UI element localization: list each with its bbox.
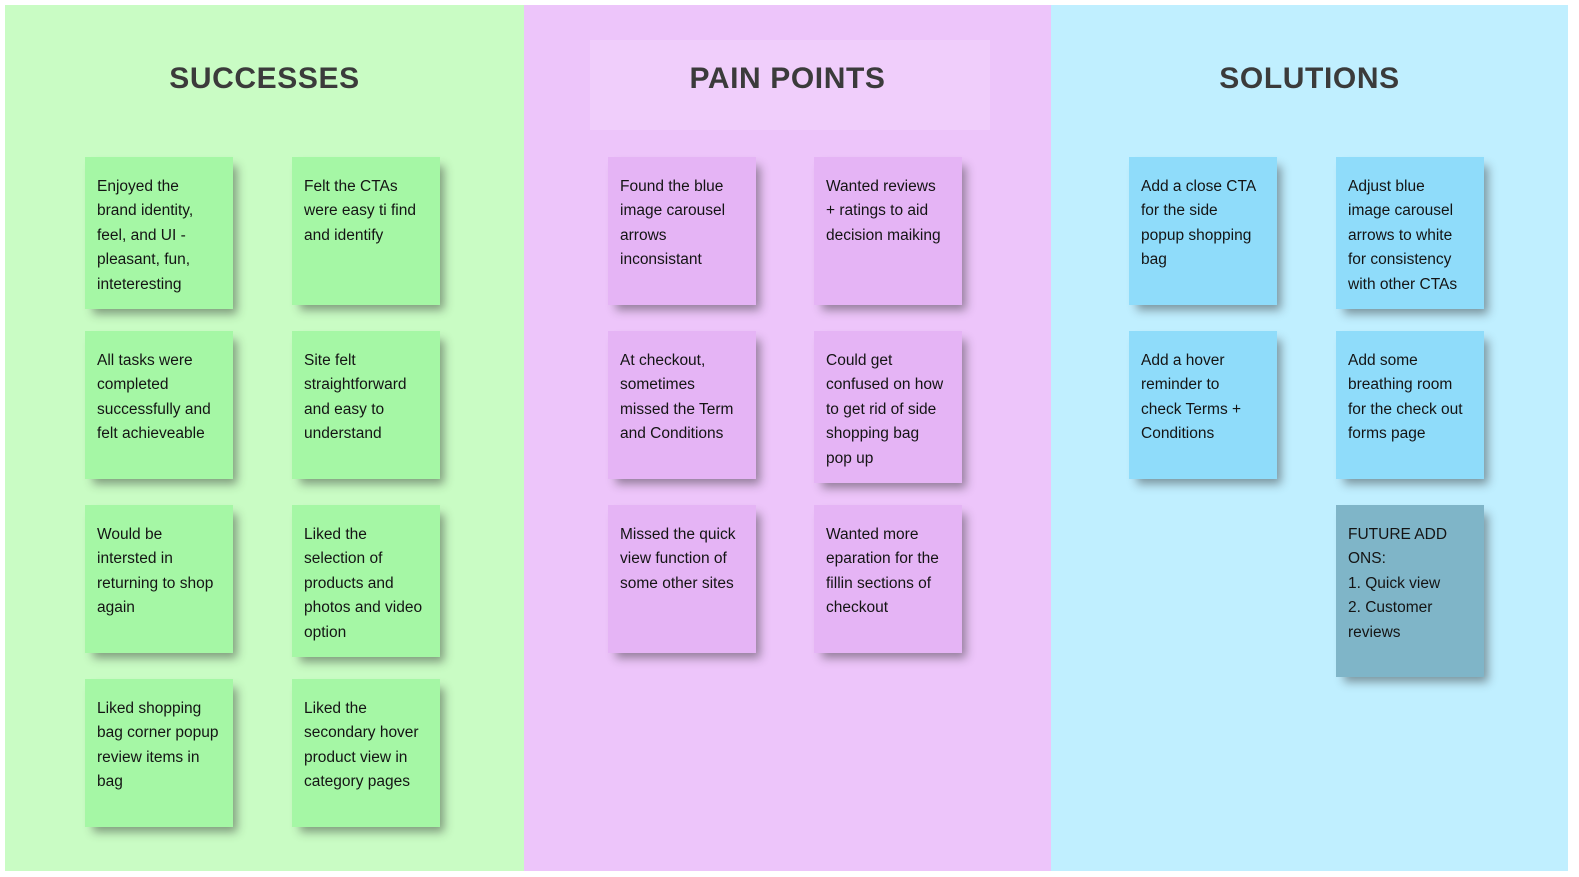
sticky-note[interactable]: Would be intersted in returning to shop … <box>85 505 233 653</box>
sticky-note[interactable]: Missed the quick view function of some o… <box>608 505 756 653</box>
column-pain-points: PAIN POINTS Found the blue image carouse… <box>524 5 1051 871</box>
sticky-note[interactable]: Liked shopping bag corner popup review i… <box>85 679 233 827</box>
sticky-note[interactable]: Felt the CTAs were easy ti find and iden… <box>292 157 440 305</box>
column-title-solutions: SOLUTIONS <box>1219 62 1400 95</box>
column-successes: SUCCESSES Enjoyed the brand identity, fe… <box>5 5 524 871</box>
sticky-note[interactable]: Could get confused on how to get rid of … <box>814 331 962 484</box>
sticky-note[interactable]: Add a hover reminder to check Terms + Co… <box>1129 331 1277 479</box>
retro-board: SUCCESSES Enjoyed the brand identity, fe… <box>5 5 1568 871</box>
notes-area-successes: Enjoyed the brand identity, feel, and UI… <box>5 157 524 857</box>
sticky-note[interactable]: Liked the selection of products and phot… <box>292 505 440 658</box>
sticky-note[interactable]: Add a close CTA for the side popup shopp… <box>1129 157 1277 305</box>
sticky-note[interactable]: Enjoyed the brand identity, feel, and UI… <box>85 157 233 310</box>
sticky-note-future-add-ons[interactable]: FUTURE ADD ONS: 1. Quick view 2. Custome… <box>1336 505 1484 677</box>
column-title-pain-points: PAIN POINTS <box>689 62 886 95</box>
sticky-note[interactable]: At checkout, sometimes missed the Term a… <box>608 331 756 479</box>
sticky-note[interactable]: Found the blue image carousel arrows inc… <box>608 157 756 305</box>
sticky-note[interactable]: Adjust blue image carousel arrows to whi… <box>1336 157 1484 310</box>
sticky-note[interactable]: Add some breathing room for the check ou… <box>1336 331 1484 479</box>
sticky-note[interactable]: Site felt straightforward and easy to un… <box>292 331 440 479</box>
sticky-note[interactable]: Wanted more eparation for the fillin sec… <box>814 505 962 653</box>
column-solutions: SOLUTIONS Add a close CTA for the side p… <box>1051 5 1568 871</box>
sticky-note[interactable]: Liked the secondary hover product view i… <box>292 679 440 827</box>
notes-area-solutions: Add a close CTA for the side popup shopp… <box>1051 157 1568 857</box>
sticky-note[interactable]: Wanted reviews + ratings to aid decision… <box>814 157 962 305</box>
notes-area-pain-points: Found the blue image carousel arrows inc… <box>524 157 1051 857</box>
column-title-successes: SUCCESSES <box>169 62 360 95</box>
sticky-note[interactable]: All tasks were completed successfully an… <box>85 331 233 479</box>
